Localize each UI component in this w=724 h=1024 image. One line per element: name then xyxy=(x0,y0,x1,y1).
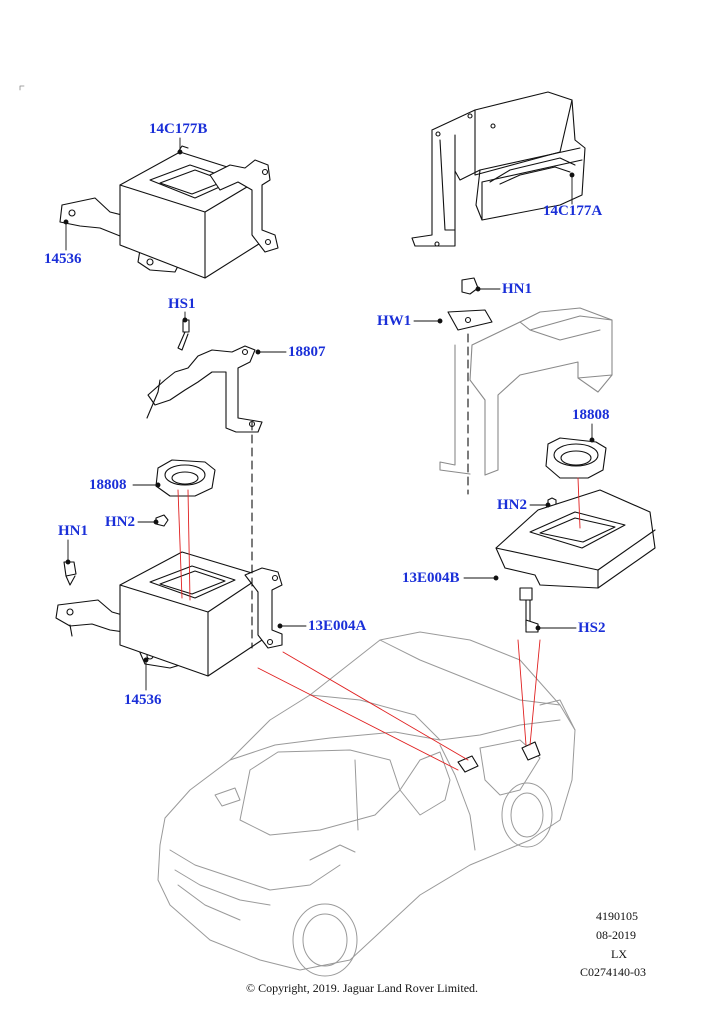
callout-14c177a[interactable]: 14C177A xyxy=(543,203,603,219)
callout-hw1[interactable]: HW1 xyxy=(377,313,412,329)
module-13e004b-assembly xyxy=(495,437,656,633)
callout-18808-left[interactable]: 18808 xyxy=(89,477,127,493)
reference-date: 08-2019 xyxy=(596,928,636,942)
module-14c177b-assembly xyxy=(59,145,279,279)
callout-hs1[interactable]: HS1 xyxy=(168,296,196,312)
module-14c177a-assembly xyxy=(411,91,586,247)
callout-leaders xyxy=(63,137,595,691)
callout-14536-top[interactable]: 14536 xyxy=(44,251,82,267)
callout-18808-right[interactable]: 18808 xyxy=(572,407,610,423)
callout-hn1-left[interactable]: HN1 xyxy=(58,523,88,539)
callout-hn2-left[interactable]: HN2 xyxy=(105,514,135,530)
callout-18807[interactable]: 18807 xyxy=(288,344,326,360)
bracket-right-upper-assembly xyxy=(439,277,613,476)
callout-14536-bottom[interactable]: 14536 xyxy=(124,692,162,708)
bracket-18807-assembly xyxy=(146,319,263,433)
location-leader-lines xyxy=(177,477,581,771)
callout-hn1-right[interactable]: HN1 xyxy=(502,281,532,297)
copyright-notice: © Copyright, 2019. Jaguar Land Rover Lim… xyxy=(245,981,479,995)
reference-code: C0274140-03 xyxy=(580,965,646,979)
reference-number: 4190105 xyxy=(596,909,638,923)
callout-13e004a[interactable]: 13E004A xyxy=(308,618,367,634)
module-13e004a-assembly xyxy=(55,459,283,677)
callout-hn2-right[interactable]: HN2 xyxy=(497,497,527,513)
callout-hs2[interactable]: HS2 xyxy=(578,620,606,636)
vehicle-outline xyxy=(157,631,576,977)
callout-13e004b[interactable]: 13E004B xyxy=(402,570,460,586)
reference-model: LX xyxy=(611,947,627,961)
callout-14c177b[interactable]: 14C177B xyxy=(149,121,208,137)
